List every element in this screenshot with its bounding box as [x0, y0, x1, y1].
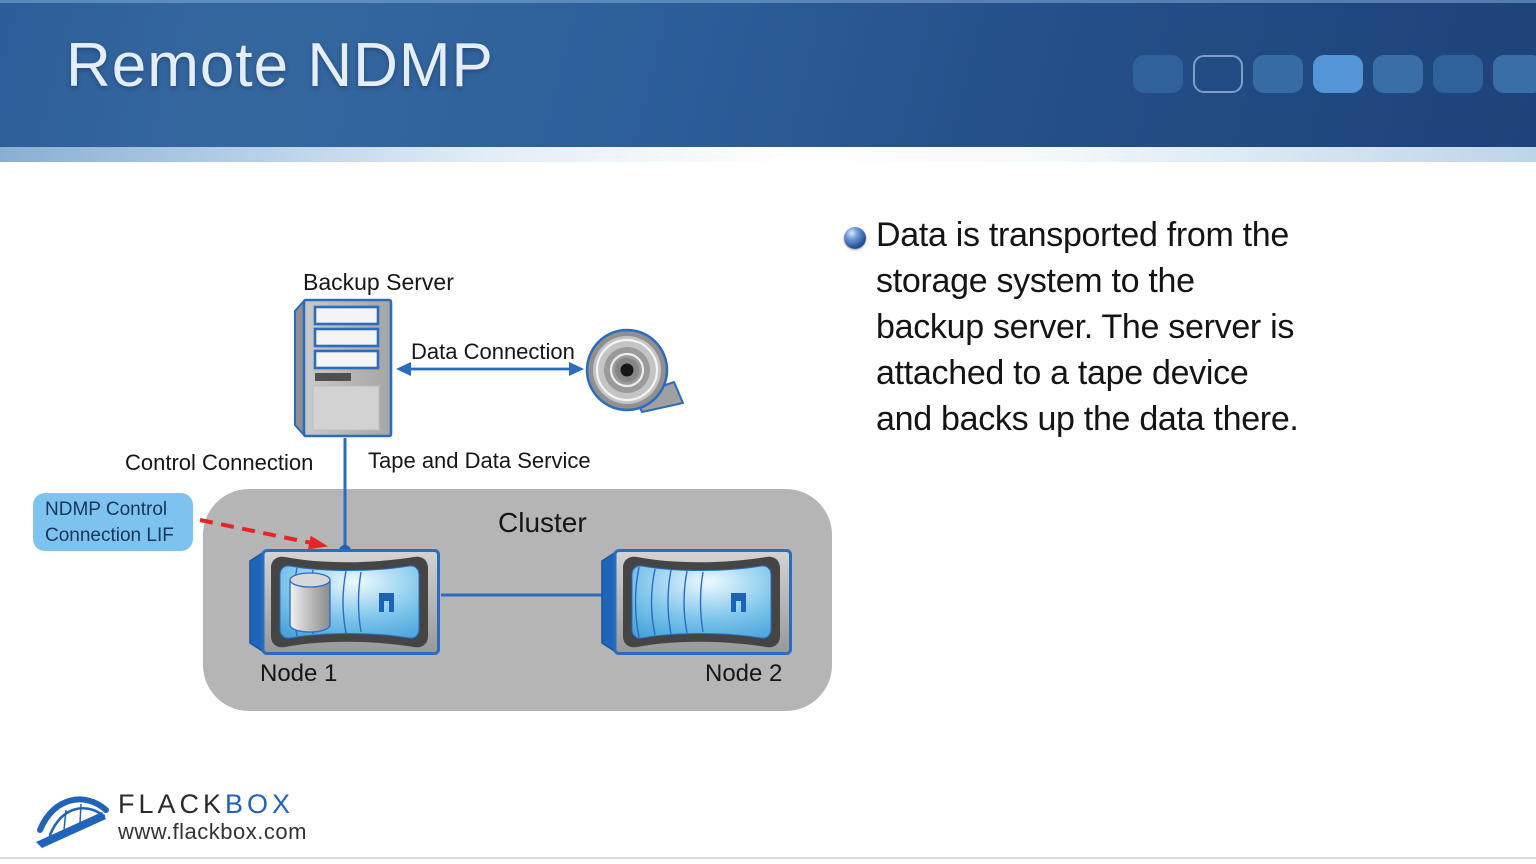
decoration-square — [1493, 55, 1536, 93]
bullet-icon — [844, 227, 866, 249]
tape-device-icon — [585, 328, 684, 413]
page-title: Remote NDMP — [66, 31, 494, 100]
website-url: www.flackbox.com — [118, 819, 307, 844]
decoration-square — [1433, 55, 1483, 93]
header-decoration — [1133, 55, 1536, 93]
backup-server-label: Backup Server — [303, 269, 454, 295]
node2-label: Node 2 — [705, 660, 783, 687]
brand-secondary: BOX — [225, 789, 295, 819]
disk-cylinder-icon — [289, 572, 331, 633]
title-bar: Remote NDMP — [0, 0, 1536, 148]
ndmp-callout: NDMP Control Connection LIF — [33, 493, 193, 551]
decoration-square — [1133, 55, 1183, 93]
brand-wordmark: FLACKBOX — [118, 789, 294, 820]
tape-data-service-label: Tape and Data Service — [368, 448, 591, 473]
brand-primary: FLACK — [118, 789, 226, 819]
decoration-square — [1313, 55, 1363, 93]
header-gradient-band — [0, 147, 1536, 162]
bullet-text: Data is transported from the storage sys… — [876, 216, 1299, 438]
netapp-logo-icon — [731, 593, 746, 612]
cluster-label: Cluster — [498, 507, 587, 538]
control-connection-label: Control Connection — [125, 450, 314, 475]
decoration-square — [1193, 55, 1243, 93]
node1-label: Node 1 — [260, 660, 338, 687]
data-connection-label: Data Connection — [411, 339, 575, 364]
backup-server-icon — [294, 298, 393, 438]
flackbox-logo-icon — [36, 796, 109, 848]
netapp-logo-icon — [379, 593, 394, 612]
node1-icon — [249, 549, 440, 655]
node2-icon — [601, 549, 792, 655]
decoration-square — [1253, 55, 1303, 93]
bottom-divider — [0, 857, 1536, 859]
decoration-square — [1373, 55, 1423, 93]
